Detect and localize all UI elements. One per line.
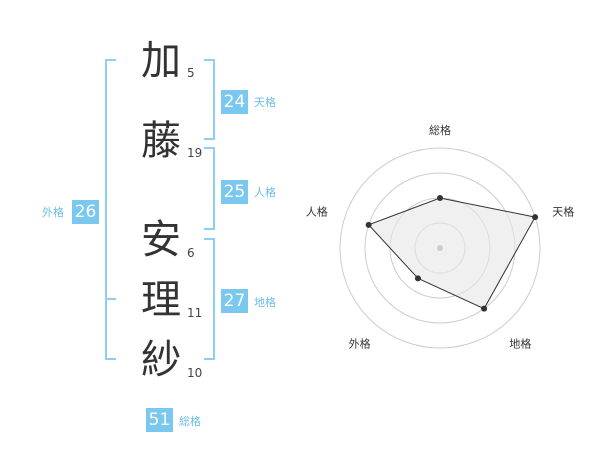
radar-axis-label-4: 外格 xyxy=(349,336,371,350)
radar-point-2 xyxy=(532,214,539,221)
tenkaku-bracket xyxy=(204,59,215,140)
radar-point-1 xyxy=(437,195,443,201)
tenkaku-value-badge: 24 xyxy=(221,90,248,114)
radar-point-4 xyxy=(414,275,421,282)
stroke-count-2: 19 xyxy=(187,146,203,160)
radar-point-3 xyxy=(481,305,488,312)
chikaku-bracket xyxy=(204,238,215,360)
radar-axis-label-5: 人格 xyxy=(306,205,328,219)
radar-axis-label-1: 総格 xyxy=(429,123,451,137)
stroke-count-4: 11 xyxy=(187,306,203,320)
name-char-5: 紗 xyxy=(141,337,181,383)
radar-points xyxy=(365,195,539,312)
name-char-4: 理 xyxy=(141,277,181,323)
soukaku-value-badge: 51 xyxy=(146,408,173,432)
gaikaku-bracket xyxy=(105,59,116,360)
name-char-3: 安 xyxy=(141,217,181,263)
radar-axis-label-3: 地格 xyxy=(509,336,531,350)
chikaku-label: 地格 xyxy=(254,296,276,309)
soukaku-label: 総格 xyxy=(179,415,201,428)
stroke-count-5: 10 xyxy=(187,366,203,380)
radar-polygon xyxy=(367,197,536,310)
jinkaku-bracket xyxy=(204,147,215,230)
jinkaku-label: 人格 xyxy=(254,186,276,199)
jinkaku-value-badge: 25 xyxy=(221,180,248,204)
gaikaku-value-badge: 26 xyxy=(72,200,99,224)
radar-point-5 xyxy=(365,221,372,228)
tenkaku-label: 天格 xyxy=(254,96,276,109)
name-char-2: 藤 xyxy=(141,118,181,164)
radar-axis-label-2: 天格 xyxy=(552,205,574,219)
name-char-1: 加 xyxy=(141,38,181,84)
radar-center-dot xyxy=(437,245,443,251)
radar-ring-4 xyxy=(339,147,541,349)
gaikaku-label: 外格 xyxy=(42,206,64,219)
stroke-count-1: 5 xyxy=(187,66,195,80)
chikaku-value-badge: 27 xyxy=(221,289,248,313)
stroke-count-3: 6 xyxy=(187,246,195,260)
